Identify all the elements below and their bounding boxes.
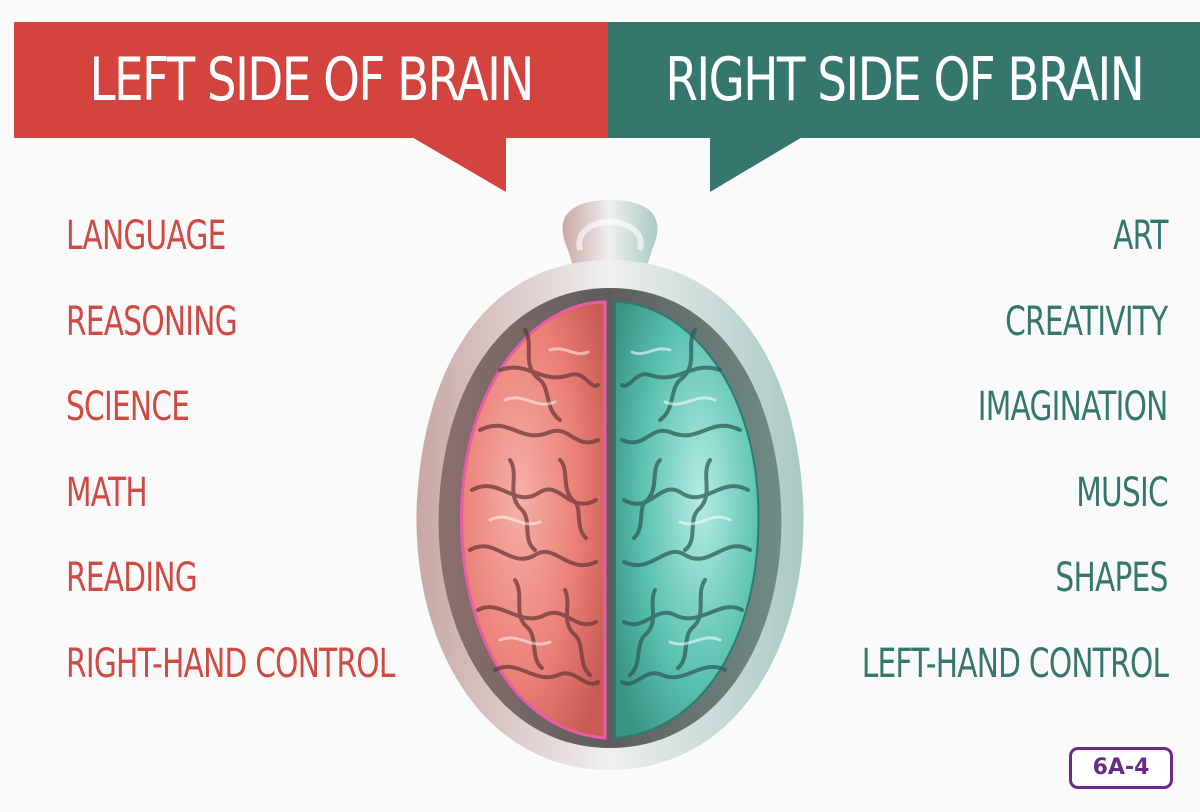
- left-function-item-label: SCIENCE: [66, 384, 190, 430]
- left-function-item-label: RIGHT-HAND CONTROL: [66, 640, 395, 687]
- right-function-item-label: CREATIVITY: [1005, 298, 1169, 345]
- right-function-item: LEFT-HAND CONTROL: [754, 633, 1168, 719]
- left-function-item: SCIENCE: [66, 376, 510, 462]
- left-banner-pointer: [410, 136, 506, 192]
- card-code-badge: 6A-4: [1069, 747, 1173, 789]
- left-brain-functions: LANGUAGE REASONING SCIENCE MATH READING RIGHT…: [66, 205, 510, 718]
- right-function-item: SHAPES: [754, 547, 1169, 633]
- right-function-item-label: MUSIC: [1076, 469, 1168, 516]
- left-function-item: LANGUAGE: [66, 205, 510, 291]
- right-function-item: IMAGINATION: [754, 376, 1169, 462]
- right-function-item: MUSIC: [754, 462, 1168, 548]
- left-function-item-label: LANGUAGE: [66, 213, 226, 259]
- right-function-item-label: LEFT-HAND CONTROL: [861, 640, 1168, 687]
- brain-top-view-icon: [416, 200, 804, 770]
- left-brain-title: LEFT SIDE OF BRAIN: [89, 45, 534, 115]
- left-function-item: MATH: [66, 462, 510, 548]
- right-banner-pointer: [710, 136, 804, 192]
- right-function-item-label: ART: [1113, 213, 1168, 259]
- right-brain-title: RIGHT SIDE OF BRAIN: [665, 45, 1144, 115]
- left-function-item: REASONING: [66, 291, 510, 377]
- left-function-item-label: READING: [66, 555, 198, 601]
- right-brain-functions: ART CREATIVITY IMAGINATION MUSIC SHAPES LEFT-…: [754, 205, 1168, 718]
- left-function-item-label: MATH: [66, 469, 148, 516]
- left-function-item: RIGHT-HAND CONTROL: [66, 633, 510, 719]
- left-function-item-label: REASONING: [66, 298, 238, 345]
- left-brain-banner: LEFT SIDE OF BRAIN: [14, 22, 608, 138]
- right-function-item-label: IMAGINATION: [978, 384, 1169, 430]
- right-function-item: CREATIVITY: [754, 291, 1169, 377]
- right-brain-banner: RIGHT SIDE OF BRAIN: [608, 22, 1200, 138]
- right-function-item: ART: [754, 205, 1168, 291]
- right-function-item-label: SHAPES: [1055, 555, 1169, 601]
- left-function-item: READING: [66, 547, 510, 633]
